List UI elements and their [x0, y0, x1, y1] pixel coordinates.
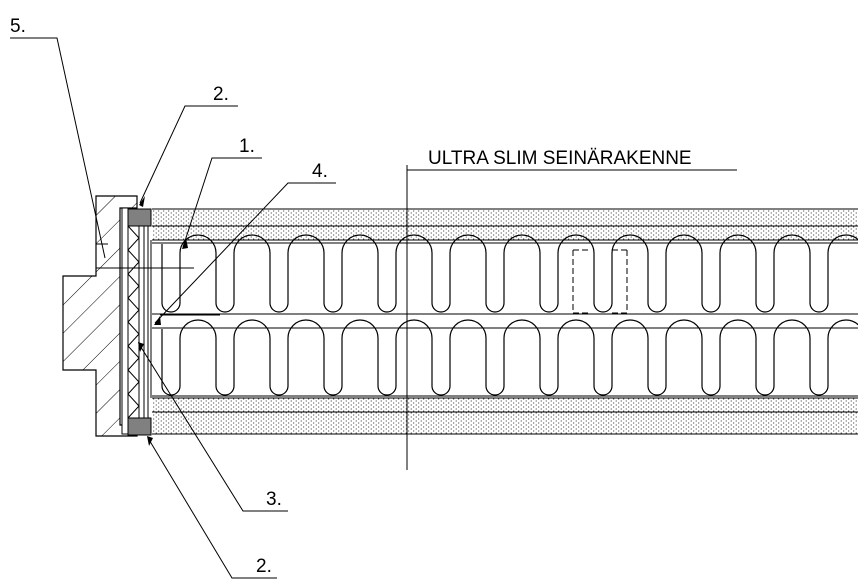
label-5: 5. [10, 16, 26, 37]
leader-lines [10, 37, 737, 579]
diagram-title: ULTRA SLIM SEINÄRAKENNE [428, 148, 692, 169]
wall-layers [152, 208, 858, 435]
seal-top [127, 208, 152, 227]
label-1: 1. [239, 136, 255, 157]
frame-profile [62, 195, 138, 437]
board-layers [138, 225, 152, 419]
label-2-bottom: 2. [256, 556, 272, 577]
label-2-top: 2. [213, 84, 229, 105]
label-4: 4. [312, 161, 328, 182]
triangle-strip [127, 225, 140, 419]
steel-stud [572, 249, 628, 314]
label-3: 3. [266, 489, 282, 510]
seal-bottom [127, 417, 152, 436]
